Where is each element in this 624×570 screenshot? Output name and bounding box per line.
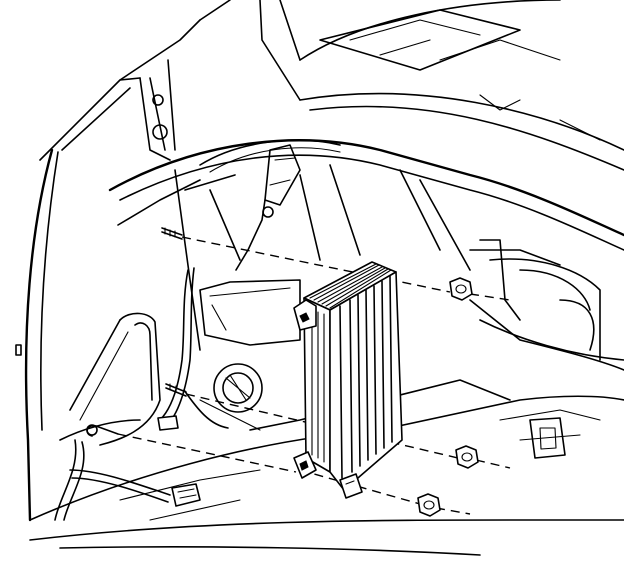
heatsink-fins-side	[339, 275, 393, 479]
electrical-connector	[86, 415, 201, 507]
mounting-stud-lower	[95, 425, 119, 435]
alignment-line-lower-a	[117, 433, 297, 473]
wire-harness	[54, 267, 229, 521]
alignment-line-upper	[181, 236, 451, 293]
nut-upper	[449, 277, 473, 301]
alignment-line-middle-tail	[475, 459, 511, 469]
mounting-stud-upper	[161, 227, 183, 240]
nut-middle	[455, 445, 479, 469]
alignment-line-upper-tail	[469, 293, 511, 301]
mounting-stud-middle	[165, 383, 187, 397]
wheel-well	[15, 312, 161, 446]
access-panel	[199, 279, 301, 413]
trunk-body	[24, 0, 624, 556]
heatsink-fins-top	[309, 263, 392, 309]
alignment-line-lower-tail	[435, 507, 471, 515]
nut-lower	[417, 493, 441, 517]
amplifier-module	[293, 261, 403, 499]
